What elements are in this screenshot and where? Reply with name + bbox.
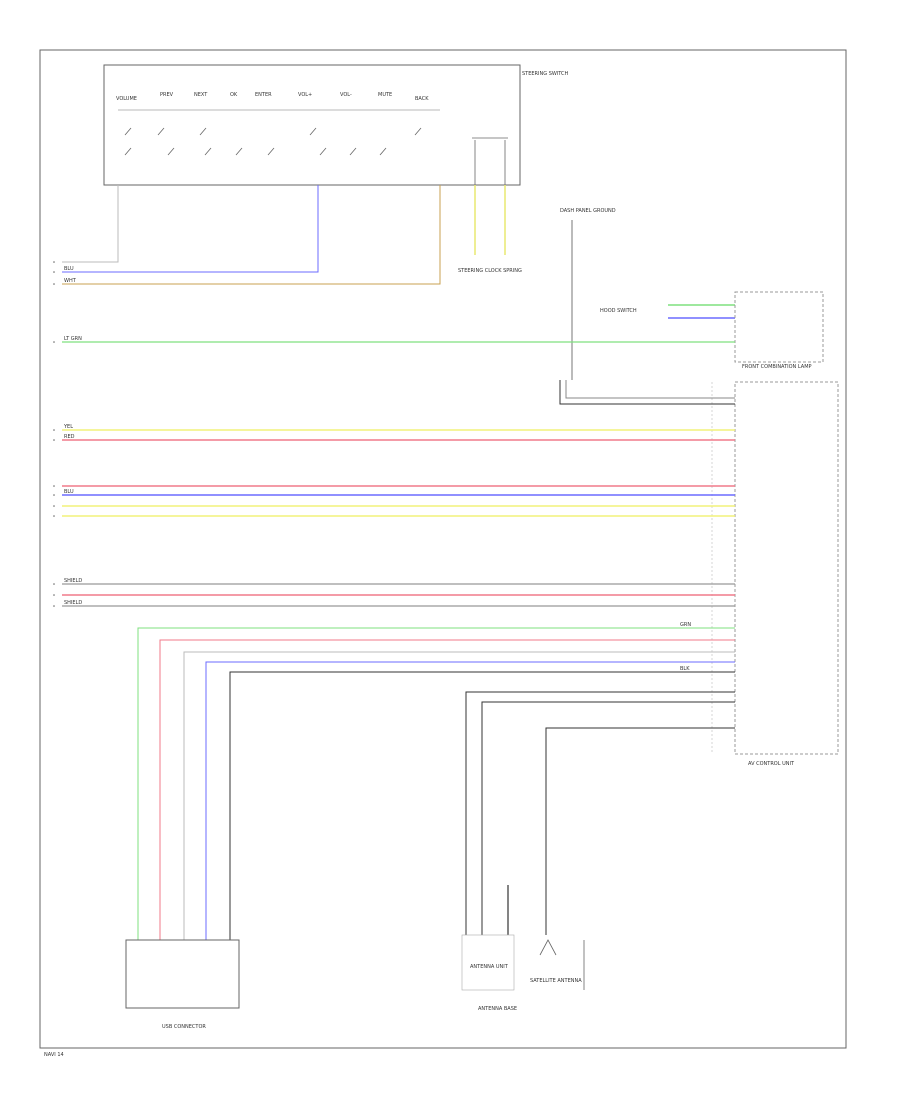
antenna-unit: ANTENNA UNIT (461, 934, 515, 991)
wire-usb-blue (205, 661, 735, 940)
wire-steer-tan (62, 185, 441, 285)
wire-usb-red (159, 639, 735, 940)
wire-label: YEL (63, 424, 73, 430)
switch-label: VOL- (340, 92, 352, 98)
diagram-border (39, 49, 847, 1049)
wire-label: BLU (64, 266, 74, 272)
clock-spring-label: STEERING CLOCK SPRING (458, 268, 522, 274)
wire-usb-white (183, 651, 735, 940)
switch-label: OK (230, 92, 238, 98)
switch-label: VOLUME (116, 96, 137, 102)
steering-switch-label: STEERING SWITCH (522, 71, 569, 77)
pin-markers (53, 261, 55, 607)
switch-label-row: VOLUME PREV NEXT OK ENTER VOL+ VOL- MUTE… (116, 92, 429, 102)
wire-label: RED (64, 434, 75, 440)
av-control-unit: AV CONTROL UNIT (711, 381, 839, 767)
wire-label: SHIELD (64, 600, 82, 606)
wire-ant-2 (481, 701, 735, 935)
wire-ant-3 (545, 727, 735, 935)
antenna-unit-label: ANTENNA UNIT (470, 964, 509, 970)
wire-label: BLK (680, 666, 690, 672)
switch-label: PREV (160, 92, 174, 98)
wire-label: WHT (64, 278, 77, 284)
usb-connector: USB CONNECTOR (125, 939, 240, 1030)
wire-label: SHIELD (64, 578, 82, 584)
wire-label: GRN (680, 622, 691, 628)
wire-black-1 (559, 380, 735, 405)
page-ref: NAVI 14 (44, 1052, 64, 1058)
wire-steer-blue (62, 185, 319, 273)
front-combination-label: FRONT COMBINATION LAMP (742, 364, 812, 370)
wire-usb-green (137, 627, 735, 940)
switch-label: NEXT (194, 92, 208, 98)
wire-steer-1 (62, 185, 119, 263)
wire-usb-black (229, 671, 735, 940)
dash-panel-label: DASH PANEL GROUND (560, 208, 616, 214)
steering-clock-spring: STEERING CLOCK SPRING (458, 185, 522, 274)
wire-label: BLU (64, 489, 74, 495)
wire-label: LT GRN (64, 336, 82, 342)
wire-gray-1 (565, 380, 735, 399)
wire-ant-1 (465, 691, 735, 935)
switch-contacts (124, 127, 422, 156)
hood-switch-group: HOOD SWITCH FRONT COMBINATION LAMP (600, 291, 824, 370)
steering-switch: STEERING SWITCH VOLUME PREV NEXT OK ENTE… (103, 64, 569, 186)
switch-label: VOL+ (298, 92, 312, 98)
switch-label: ENTER (255, 92, 272, 98)
satellite-antenna-label: SATELLITE ANTENNA (530, 978, 582, 984)
switch-label: BACK (415, 96, 429, 102)
antenna-base-label: ANTENNA BASE (478, 1006, 517, 1012)
hood-switch-label: HOOD SWITCH (600, 308, 637, 314)
switch-label: MUTE (378, 92, 392, 98)
av-control-unit-label: AV CONTROL UNIT (748, 761, 795, 767)
usb-connector-label: USB CONNECTOR (162, 1024, 206, 1030)
satellite-antenna: SATELLITE ANTENNA (530, 939, 585, 990)
dash-panel-ground: DASH PANEL GROUND (560, 208, 616, 380)
